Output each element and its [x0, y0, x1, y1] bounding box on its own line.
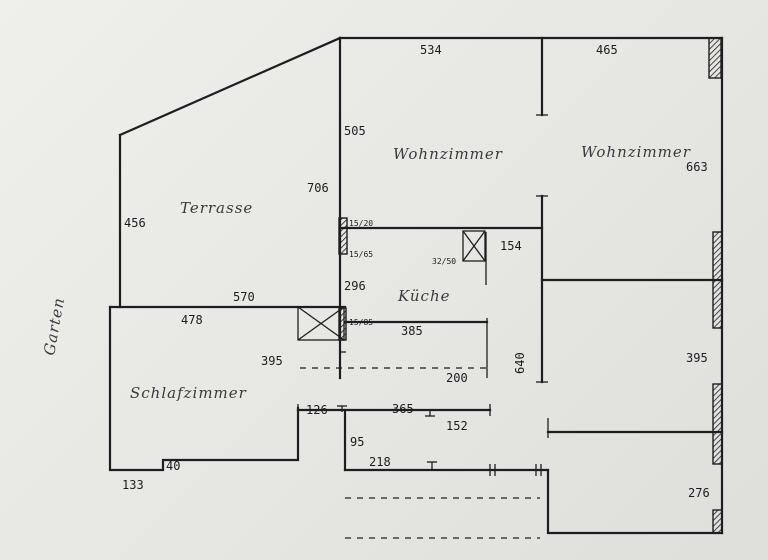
dim-385: 385: [401, 324, 423, 338]
dim-640: 640: [513, 352, 527, 374]
room-label-wohnzimmer-east: Wohnzimmer: [581, 143, 691, 161]
room-label-terrasse: Terrasse: [180, 199, 253, 217]
interior-walls: [296, 36, 724, 539]
dim-570: 570: [233, 290, 255, 304]
dim-395-left: 395: [261, 354, 283, 368]
dim-40: 40: [166, 459, 180, 473]
dim-456: 456: [124, 216, 146, 230]
hatched-pillars: [338, 37, 723, 534]
dim-296: 296: [344, 279, 366, 293]
dim-465: 465: [596, 43, 618, 57]
dim-95: 95: [350, 435, 364, 449]
room-label-wohnzimmer: Wohnzimmer: [393, 145, 503, 163]
dim-200: 200: [446, 371, 468, 385]
outer-walls: [108, 36, 724, 535]
dim-505: 505: [344, 124, 366, 138]
dim-15-65: 15/65: [349, 250, 373, 259]
dim-365: 365: [392, 402, 414, 416]
dim-32-50: 32/50: [432, 257, 456, 266]
room-label-kueche: Küche: [397, 287, 450, 305]
dim-706: 706: [307, 181, 329, 195]
dim-15-20: 15/20: [349, 219, 373, 228]
room-label-schlafzimmer: Schlafzimmer: [130, 384, 247, 402]
dim-15-85: 15/85: [349, 318, 373, 327]
dim-534: 534: [420, 43, 442, 57]
column-blocks: [297, 230, 486, 341]
dim-478: 478: [181, 313, 203, 327]
dim-276: 276: [688, 486, 710, 500]
dim-218: 218: [369, 455, 391, 469]
dim-133: 133: [122, 478, 144, 492]
dim-154: 154: [500, 239, 522, 253]
dim-395-right: 395: [686, 351, 708, 365]
dim-663: 663: [686, 160, 708, 174]
dim-152: 152: [446, 419, 468, 433]
dim-126: 126: [306, 403, 328, 417]
garden-label: Garten: [40, 296, 68, 357]
